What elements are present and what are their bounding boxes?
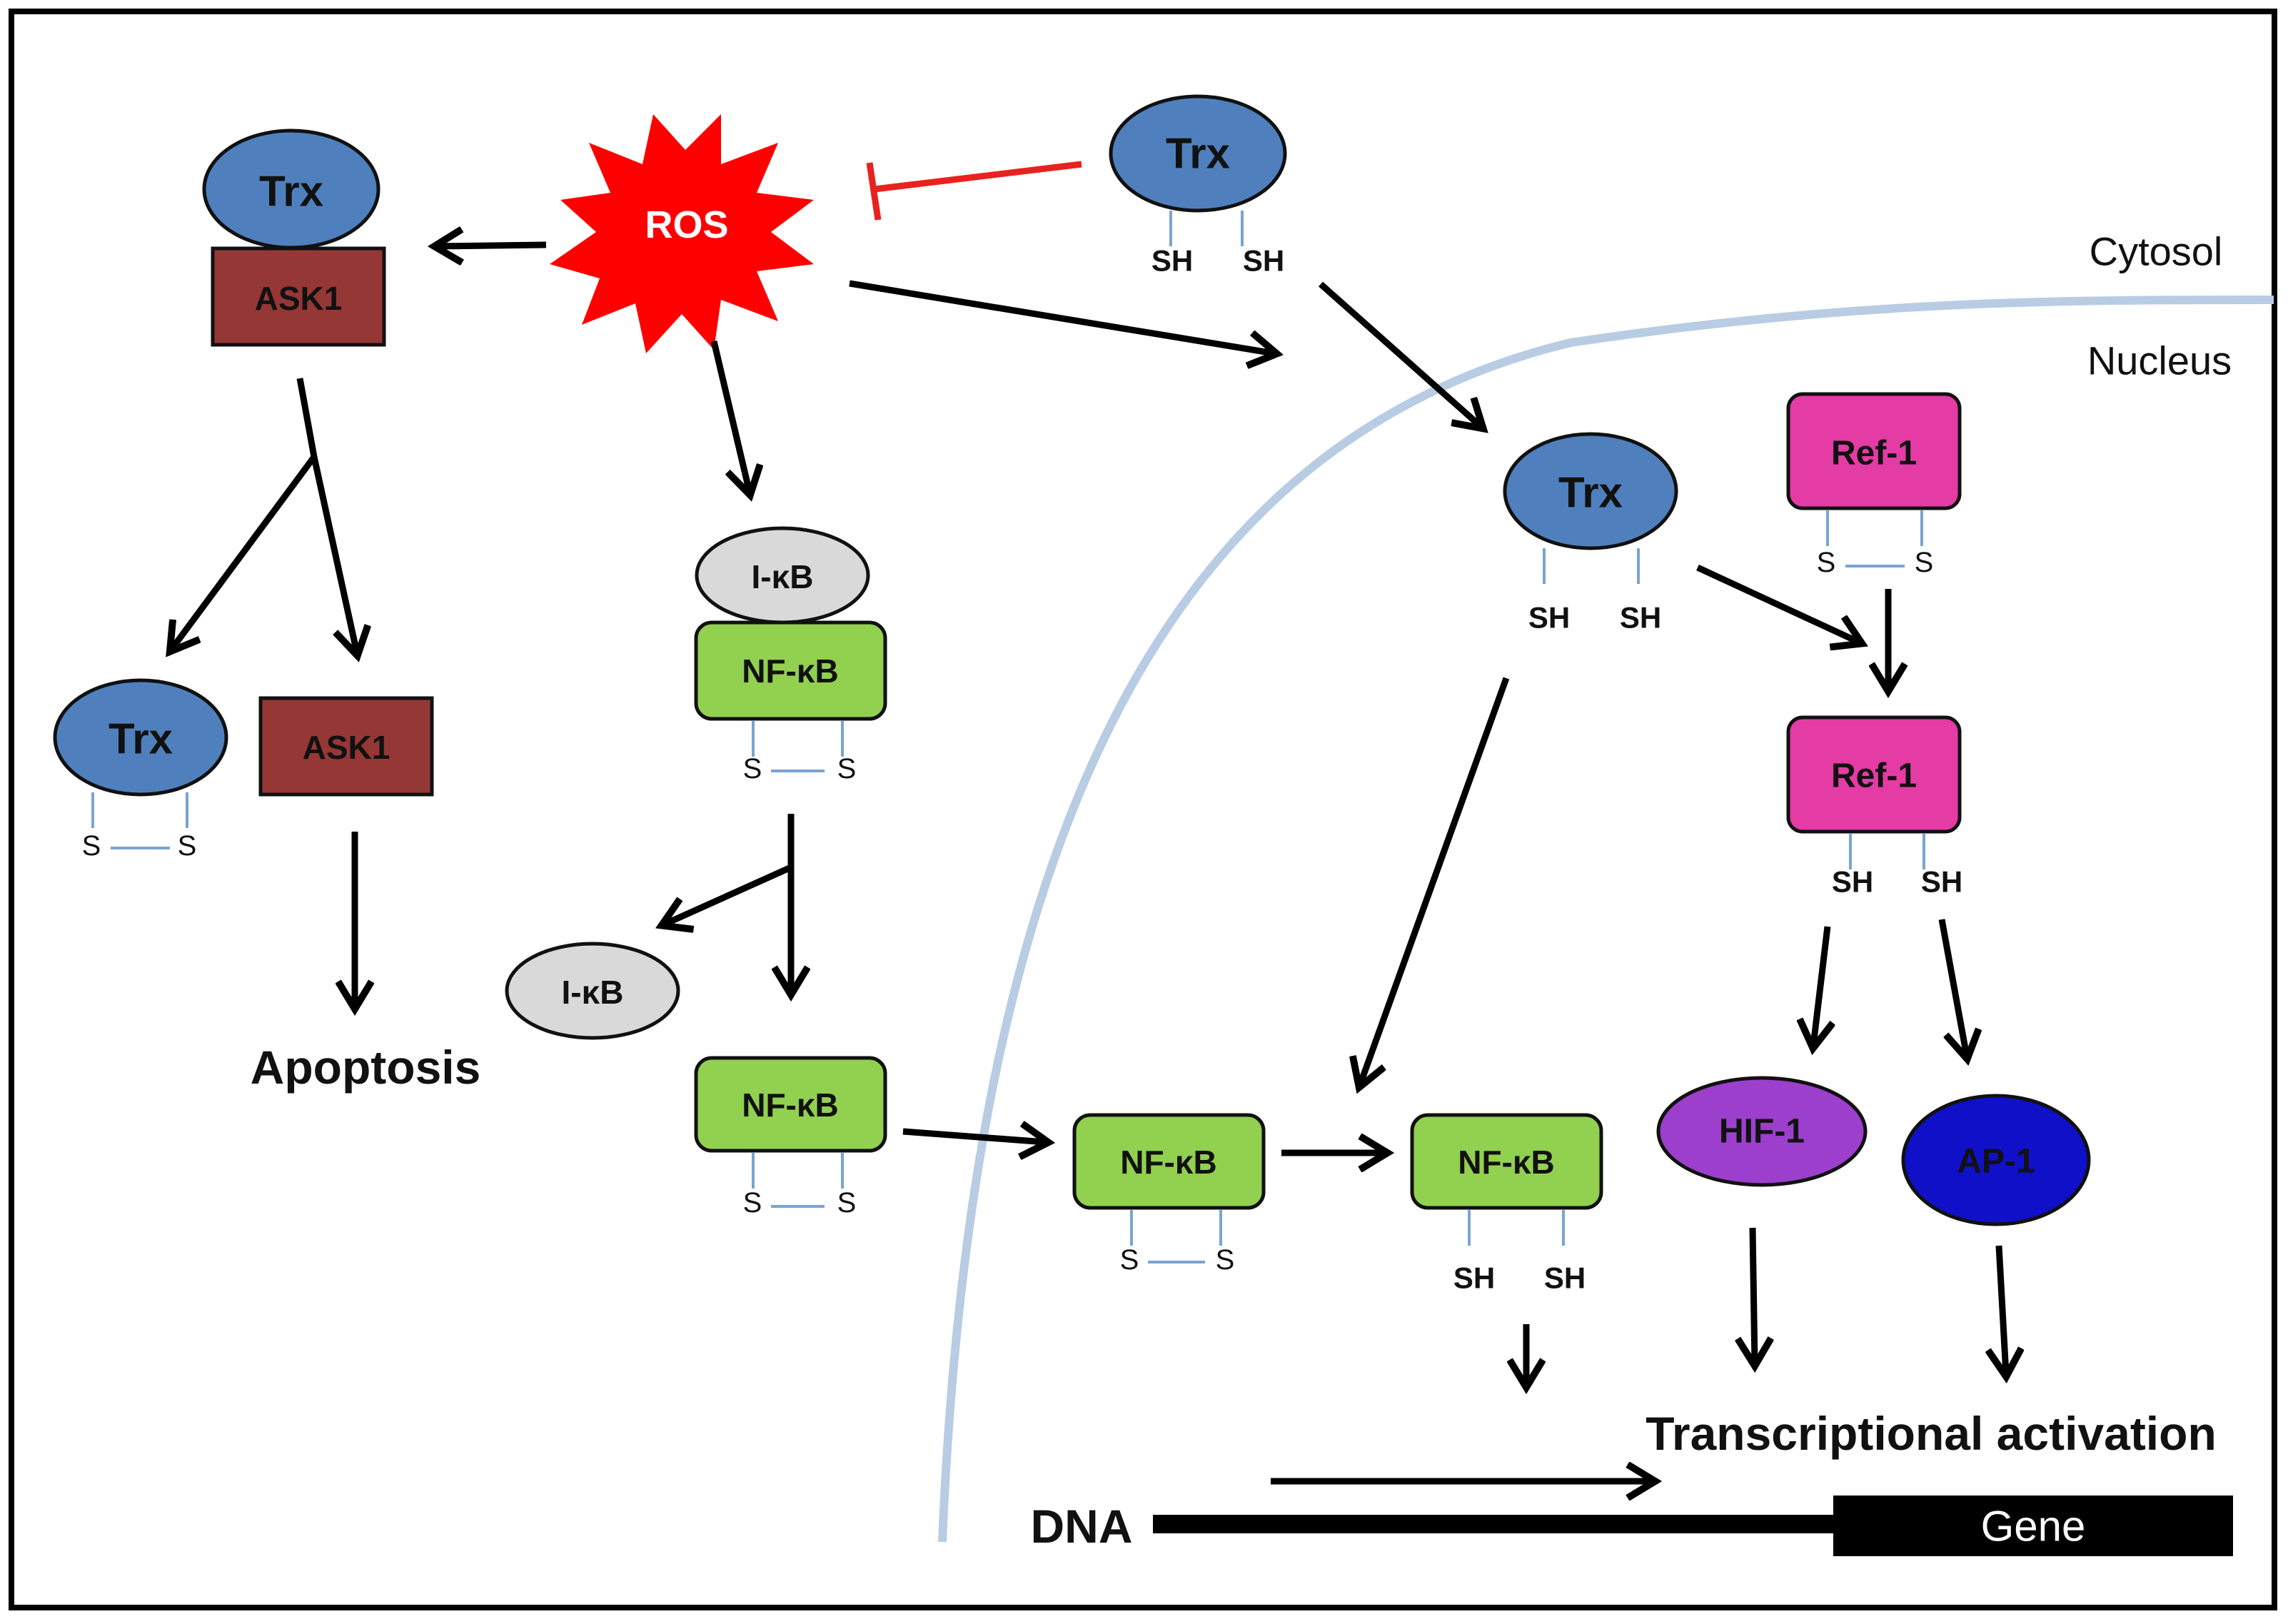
nfkb-label-4: NF-κB	[1458, 1144, 1555, 1181]
inhibition-bar	[866, 162, 882, 221]
trx-top-sh-left: SH	[1151, 244, 1193, 278]
ap1-ellipse	[1901, 1094, 2091, 1226]
dna-label: DNA	[1031, 1500, 1133, 1553]
nfkb-label-2: NF-κB	[742, 1086, 839, 1124]
trx-ox-s-left: S	[82, 830, 101, 862]
gene-label: Gene	[1981, 1503, 2086, 1550]
nfkb3-s-left: S	[1120, 1244, 1139, 1276]
nfkb1-s-left: S	[743, 753, 762, 785]
arrow-ros-to-ikb-complex	[710, 340, 750, 493]
nfkb-label-3: NF-κB	[1120, 1144, 1217, 1181]
trx-label-complex: Trx	[259, 168, 323, 216]
hif1-ellipse	[1656, 1076, 1868, 1187]
trx-nuc-sh-right: SH	[1620, 601, 1661, 635]
line-complex-split	[296, 378, 318, 458]
arrow-to-ikb-free	[664, 864, 792, 924]
ref1-red-sh-left: SH	[1832, 865, 1873, 899]
ref1-red-sh-right: SH	[1921, 865, 1962, 899]
arrow-ros-to-nucleus	[849, 280, 1274, 353]
trx-label-top: Trx	[1166, 130, 1230, 178]
arrow-nfkb2-to-nfkb3	[902, 1131, 1046, 1142]
trx-inhibits-ros	[874, 161, 1082, 193]
ikb-label-complex: I-κB	[752, 558, 814, 595]
gene-box	[1833, 1496, 2233, 1556]
ikb-ellipse-complex	[695, 526, 870, 625]
nfkb2-s-right: S	[837, 1187, 857, 1219]
ref1-box-reduced	[1786, 715, 1962, 834]
cytosol-label: Cytosol	[2090, 229, 2223, 274]
nfkb4-sh-left: SH	[1453, 1261, 1495, 1295]
trx-ellipse-oxidized	[53, 678, 228, 797]
arrow-ref1-to-hif1	[1813, 926, 1828, 1046]
trx-label-nucleus: Trx	[1558, 469, 1623, 517]
arrow-ros-to-complex	[437, 245, 547, 246]
arrow-hif1-down	[1753, 1227, 1755, 1363]
trx-ox-s-right: S	[178, 830, 197, 862]
ref1-label-oxidized: Ref-1	[1831, 435, 1917, 473]
ask1-box-free	[258, 696, 434, 797]
ask1-label-complex: ASK1	[255, 280, 343, 317]
trx-nuc-sh-left: SH	[1528, 601, 1570, 635]
ikb-ellipse-free	[505, 942, 680, 1040]
arrow-complex-to-ask1	[311, 456, 357, 653]
arrow-trx-nuc-to-nfkb4	[1360, 677, 1510, 1085]
nfkb3-s-right: S	[1216, 1244, 1235, 1276]
ref1-label-reduced: Ref-1	[1831, 757, 1917, 795]
arrow-ap1-down	[1999, 1245, 2006, 1374]
trx-top-sh-right: SH	[1243, 244, 1284, 278]
ref1-box-oxidized	[1786, 392, 1962, 510]
nfkb-box-4	[1410, 1113, 1603, 1210]
ref1-ox-s-right: S	[1915, 547, 1934, 578]
nfkb4-sh-right: SH	[1544, 1261, 1586, 1295]
nfkb1-s-right: S	[837, 753, 857, 785]
ask1-label-free: ASK1	[303, 729, 390, 766]
figure-frame	[9, 9, 2277, 1610]
ikb-label-free: I-κB	[562, 974, 624, 1011]
nfkb-label-complex: NF-κB	[742, 652, 839, 690]
nuclear-membrane	[938, 296, 2274, 1543]
arrow-complex-to-trx-ox	[171, 455, 317, 650]
trx-ellipse-complex	[202, 128, 381, 250]
apoptosis-label: Apoptosis	[251, 1041, 481, 1094]
nfkb-box-3	[1072, 1113, 1266, 1210]
trx-label-oxidized: Trx	[109, 715, 173, 763]
arrow-ref1-to-ap1	[1938, 919, 1967, 1056]
nucleus-label: Nucleus	[2087, 338, 2232, 383]
ask1-box-complex	[211, 246, 386, 347]
arrow-trx-top-to-nucleus	[1319, 281, 1481, 427]
ros-label: ROS	[645, 203, 728, 246]
ros-burst	[550, 114, 814, 353]
ap1-label: AP-1	[1957, 1143, 2035, 1181]
ref1-ox-s-left: S	[1817, 547, 1836, 578]
arrow-trx-nuc-to-ref1	[1696, 564, 1860, 642]
hif1-label: HIF-1	[1719, 1113, 1805, 1151]
transcription-label: Transcriptional activation	[1646, 1407, 2217, 1460]
nfkb2-s-left: S	[743, 1187, 762, 1219]
trx-ellipse-nucleus	[1503, 432, 1678, 550]
trx-ellipse-top	[1109, 94, 1287, 213]
nfkb-box-2	[694, 1056, 887, 1153]
